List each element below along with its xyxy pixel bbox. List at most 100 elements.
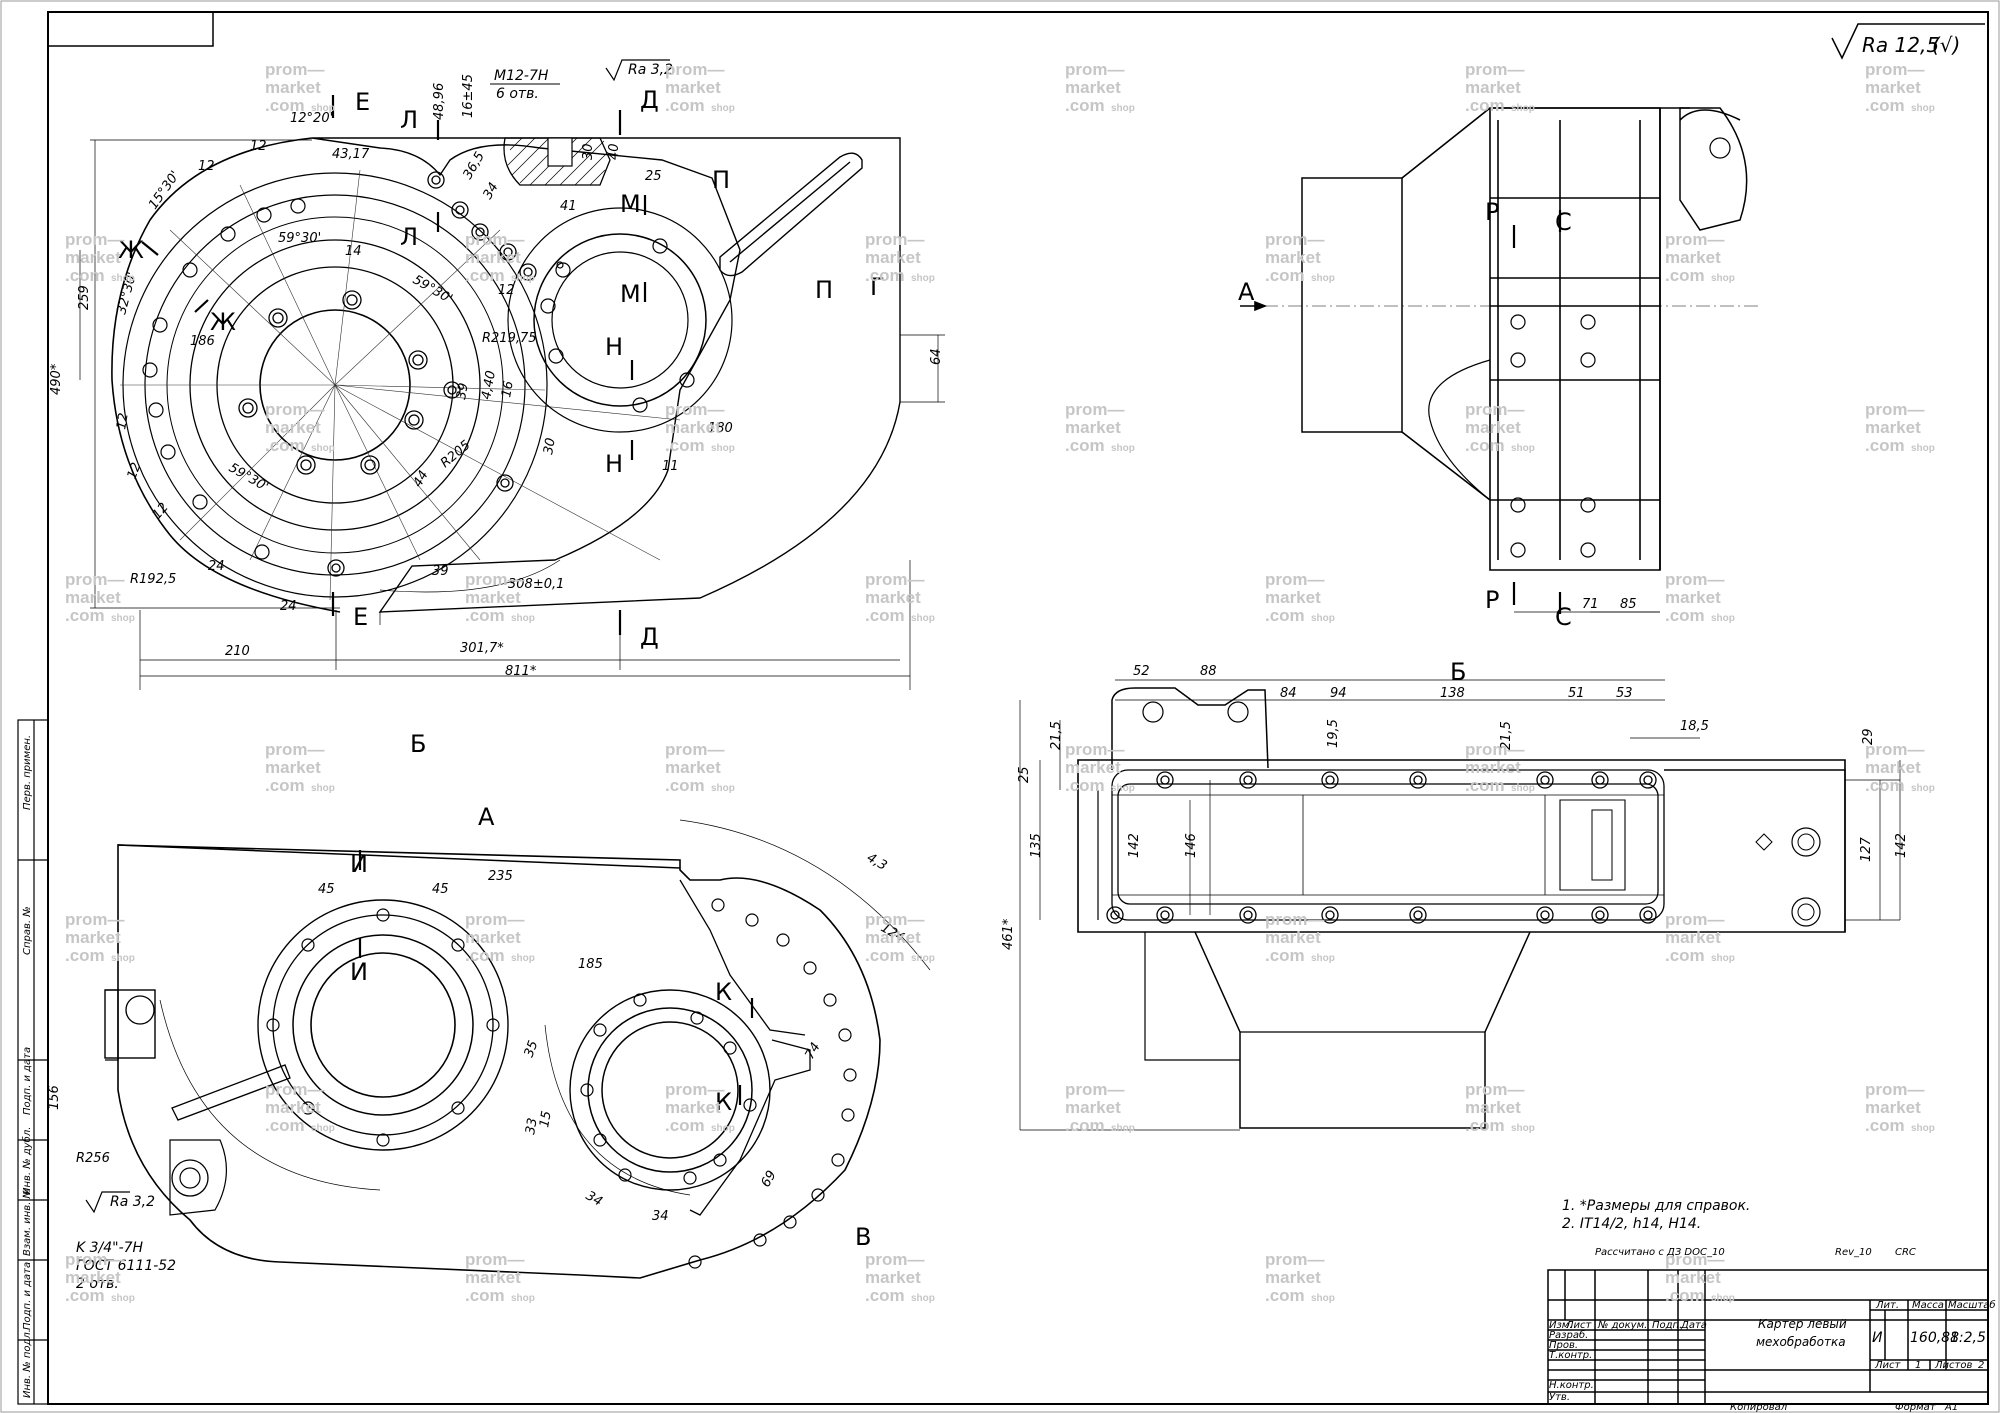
sec-b-label: Б: [1450, 658, 1466, 686]
watermark-text: market: [265, 418, 321, 437]
dim-b-53: 53: [1616, 686, 1633, 701]
sec-p-bot: П: [815, 276, 833, 304]
dim-24b: 24: [280, 599, 297, 614]
dim-11: 11: [662, 459, 679, 474]
watermark-text: .com: [265, 1116, 305, 1135]
tb-hdr-data: Дата: [1680, 1320, 1707, 1331]
dim-12f: 12: [498, 283, 515, 298]
watermark-text: market: [865, 1268, 921, 1287]
watermark-sub: shop: [911, 273, 935, 284]
roughness-mark: Ra 12,5 (√): [1831, 23, 1985, 60]
watermark-text: market: [1065, 1098, 1121, 1117]
watermark-text: prom—: [1065, 740, 1125, 759]
tb-part-name-1: Картер левый: [1758, 1317, 1847, 1331]
dim-a-45: 45: [318, 882, 335, 897]
dim-b-215: 21,5: [1049, 721, 1064, 750]
watermark-text: market: [265, 758, 321, 777]
dim-12d: 12: [125, 461, 145, 482]
view-a-dims: 45 45 235 185 4,3 124 35 15 33 34 34 69 …: [47, 850, 907, 1224]
watermark-text: prom—: [1865, 740, 1925, 759]
watermark-text: .com: [1265, 606, 1305, 625]
sec-b-arrow: Б: [410, 730, 426, 758]
watermark-sub: shop: [1311, 273, 1335, 284]
watermark-text: prom—: [1465, 740, 1525, 759]
watermark-text: .com: [865, 606, 905, 625]
dim-308: 308±0,1: [508, 577, 564, 592]
dim-3017: 301,7*: [460, 641, 504, 656]
watermark-sub: shop: [111, 273, 135, 284]
dim-b-138: 138: [1440, 686, 1465, 701]
watermark-text: .com: [1065, 96, 1105, 115]
dim-40: 40: [607, 143, 622, 160]
watermark-text: market: [1465, 78, 1521, 97]
sec-p-top: П: [712, 166, 730, 194]
watermark-text: .com: [1865, 776, 1905, 795]
watermark-text: .com: [665, 436, 705, 455]
watermark-text: .com: [1065, 1116, 1105, 1135]
sec-d-top: Д: [640, 86, 659, 114]
dim-b-142: 142: [1127, 833, 1142, 858]
watermark-text: market: [465, 248, 521, 267]
sec-a-label: А: [478, 803, 495, 831]
watermark-text: market: [1865, 1098, 1921, 1117]
watermark-text: .com: [265, 436, 305, 455]
sec-i-top: И: [350, 850, 368, 878]
watermark-sub: shop: [711, 443, 735, 454]
sec-v: В: [855, 1223, 871, 1251]
watermark-text: prom—: [865, 1250, 925, 1269]
watermark-sub: shop: [911, 613, 935, 624]
dim-b-29: 29: [1861, 728, 1876, 745]
dim-16: 16: [499, 380, 517, 399]
watermark-text: prom—: [1265, 910, 1325, 929]
watermark-text: market: [665, 758, 721, 777]
view-a: [104, 819, 931, 1279]
watermark-text: prom—: [1665, 1250, 1725, 1269]
watermark-text: .com: [865, 1286, 905, 1305]
tb-row-razrab: Разраб.: [1549, 1329, 1588, 1341]
dim-4896: 48,96: [432, 83, 447, 120]
watermark-text: .com: [1265, 946, 1305, 965]
title-block: [1547, 1269, 1989, 1405]
dim-30: 30: [541, 437, 559, 456]
watermark-text: .com: [465, 266, 505, 285]
watermark-sub: shop: [1511, 103, 1535, 114]
watermark-text: market: [1465, 1098, 1521, 1117]
watermark-sub: shop: [1311, 613, 1335, 624]
tb-row-prov: Пров.: [1549, 1340, 1578, 1351]
watermark-sub: shop: [911, 1293, 935, 1304]
strip-label-1: Перв. примен.: [22, 735, 33, 810]
watermark-text: .com: [865, 946, 905, 965]
watermark-text: prom—: [1065, 400, 1125, 419]
watermark-text: .com: [1465, 96, 1505, 115]
watermark-text: prom—: [65, 230, 125, 249]
dim-186: 186: [190, 334, 215, 349]
watermark-sub: shop: [111, 613, 135, 624]
watermark-text: market: [1465, 418, 1521, 437]
watermark-text: market: [1865, 758, 1921, 777]
watermark-sub: shop: [1911, 103, 1935, 114]
watermark-text: market: [1865, 78, 1921, 97]
watermark-text: market: [1665, 1268, 1721, 1287]
view-b: [1019, 679, 1901, 1131]
watermark-sub: shop: [311, 1123, 335, 1134]
dim-24: 24: [208, 559, 225, 574]
watermark-text: market: [1665, 928, 1721, 947]
tb-row-utv: Утв.: [1549, 1392, 1570, 1403]
note-1: 1. *Размеры для справок.: [1562, 1198, 1750, 1214]
dim-b-461: 461*: [1001, 918, 1016, 950]
